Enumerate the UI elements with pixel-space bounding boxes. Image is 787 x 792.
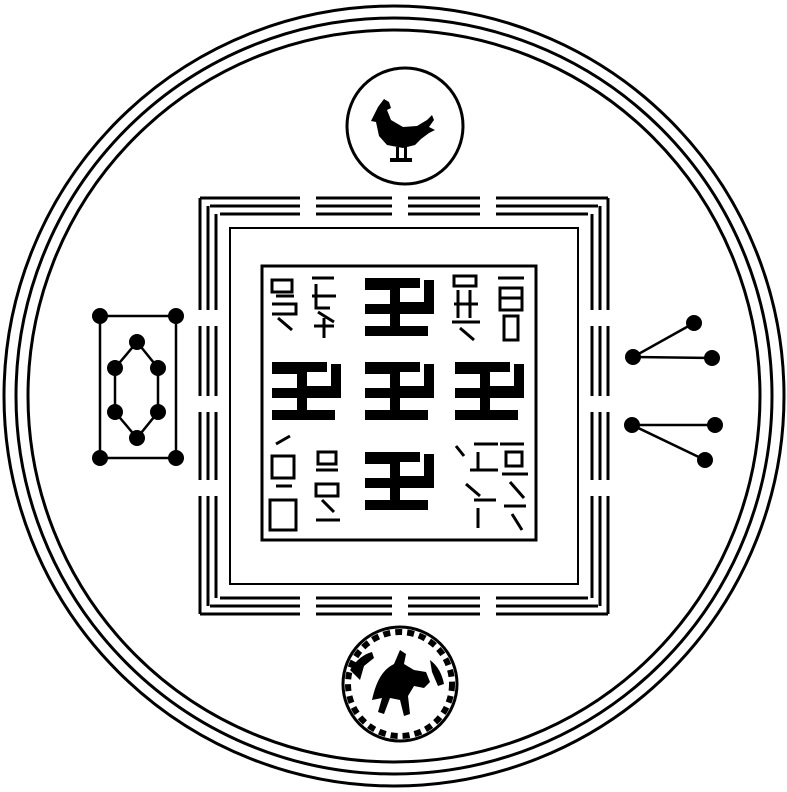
frame-top-edge (200, 198, 608, 214)
left-emblem-dots (92, 308, 184, 466)
central-seal: 卍 卍 卍 卍 卍 (262, 266, 536, 540)
frame-right-edge (592, 198, 608, 614)
frame-left-edge (200, 198, 216, 614)
frame-bottom-edge (200, 598, 608, 614)
dot-line-constellation-icon (632, 323, 715, 460)
left-emblem (92, 308, 184, 466)
top-medallion (347, 68, 463, 184)
bottom-medallion (343, 627, 457, 741)
right-emblem (624, 315, 723, 468)
